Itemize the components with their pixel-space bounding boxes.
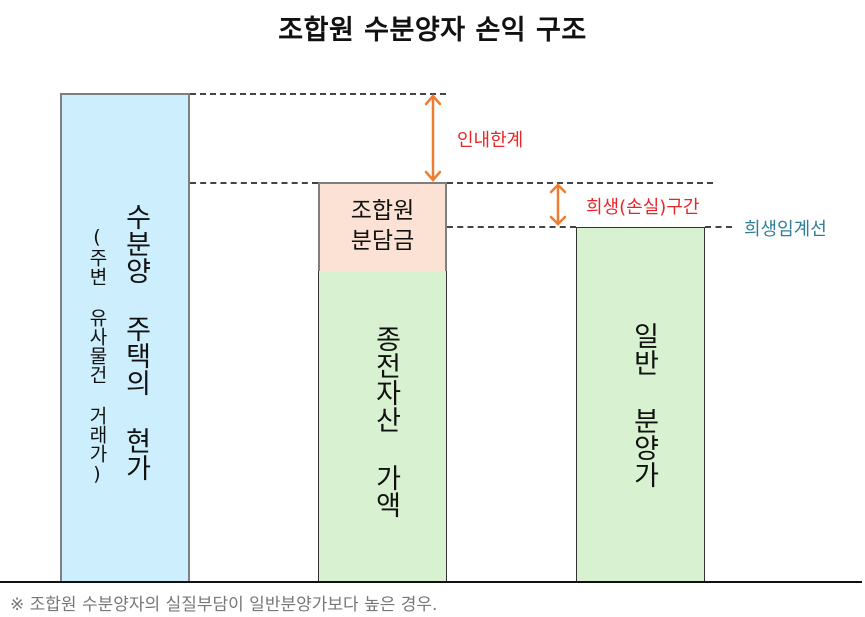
- dashed-line-current-value: [190, 93, 446, 95]
- member-contribution-label-line2: 분담금: [350, 228, 415, 254]
- footnote: ※ 조합원 수분양자의 실질부담이 일반분양가보다 높은 경우.: [10, 595, 438, 615]
- tolerance-arrow-icon: [424, 94, 442, 182]
- tolerance-limit-label: 인내한계: [457, 130, 524, 151]
- dashed-line-threshold-right: [705, 226, 732, 228]
- current-value-sublabel: (주변 유사물건 거래가): [86, 226, 108, 485]
- diagram-title: 조합원 수분양자 손익 구조: [278, 15, 587, 46]
- member-contribution-bar: [318, 182, 447, 272]
- general-sale-price-label: 일반 분양가: [628, 322, 659, 488]
- general-sale-price-bar: [576, 227, 705, 583]
- dashed-line-member-cost-left: [190, 182, 318, 184]
- dashed-line-threshold-left: [447, 226, 576, 228]
- member-contribution-label-line1: 조합원: [350, 198, 415, 224]
- member-contribution-label: 조합원 분담금: [318, 196, 447, 256]
- sacrifice-threshold-label: 희생임계선: [744, 219, 827, 240]
- dashed-line-member-cost-right: [447, 182, 713, 184]
- loss-zone-arrow-icon: [549, 183, 567, 226]
- current-value-label: 수분양 주택의 현가: [120, 203, 151, 481]
- baseline: [0, 581, 862, 583]
- prior-asset-bar: [318, 271, 447, 583]
- prior-asset-label: 종전자산 가액: [370, 325, 401, 518]
- loss-zone-label: 희생(손실)구간: [586, 197, 700, 218]
- current-value-bar: [60, 93, 190, 583]
